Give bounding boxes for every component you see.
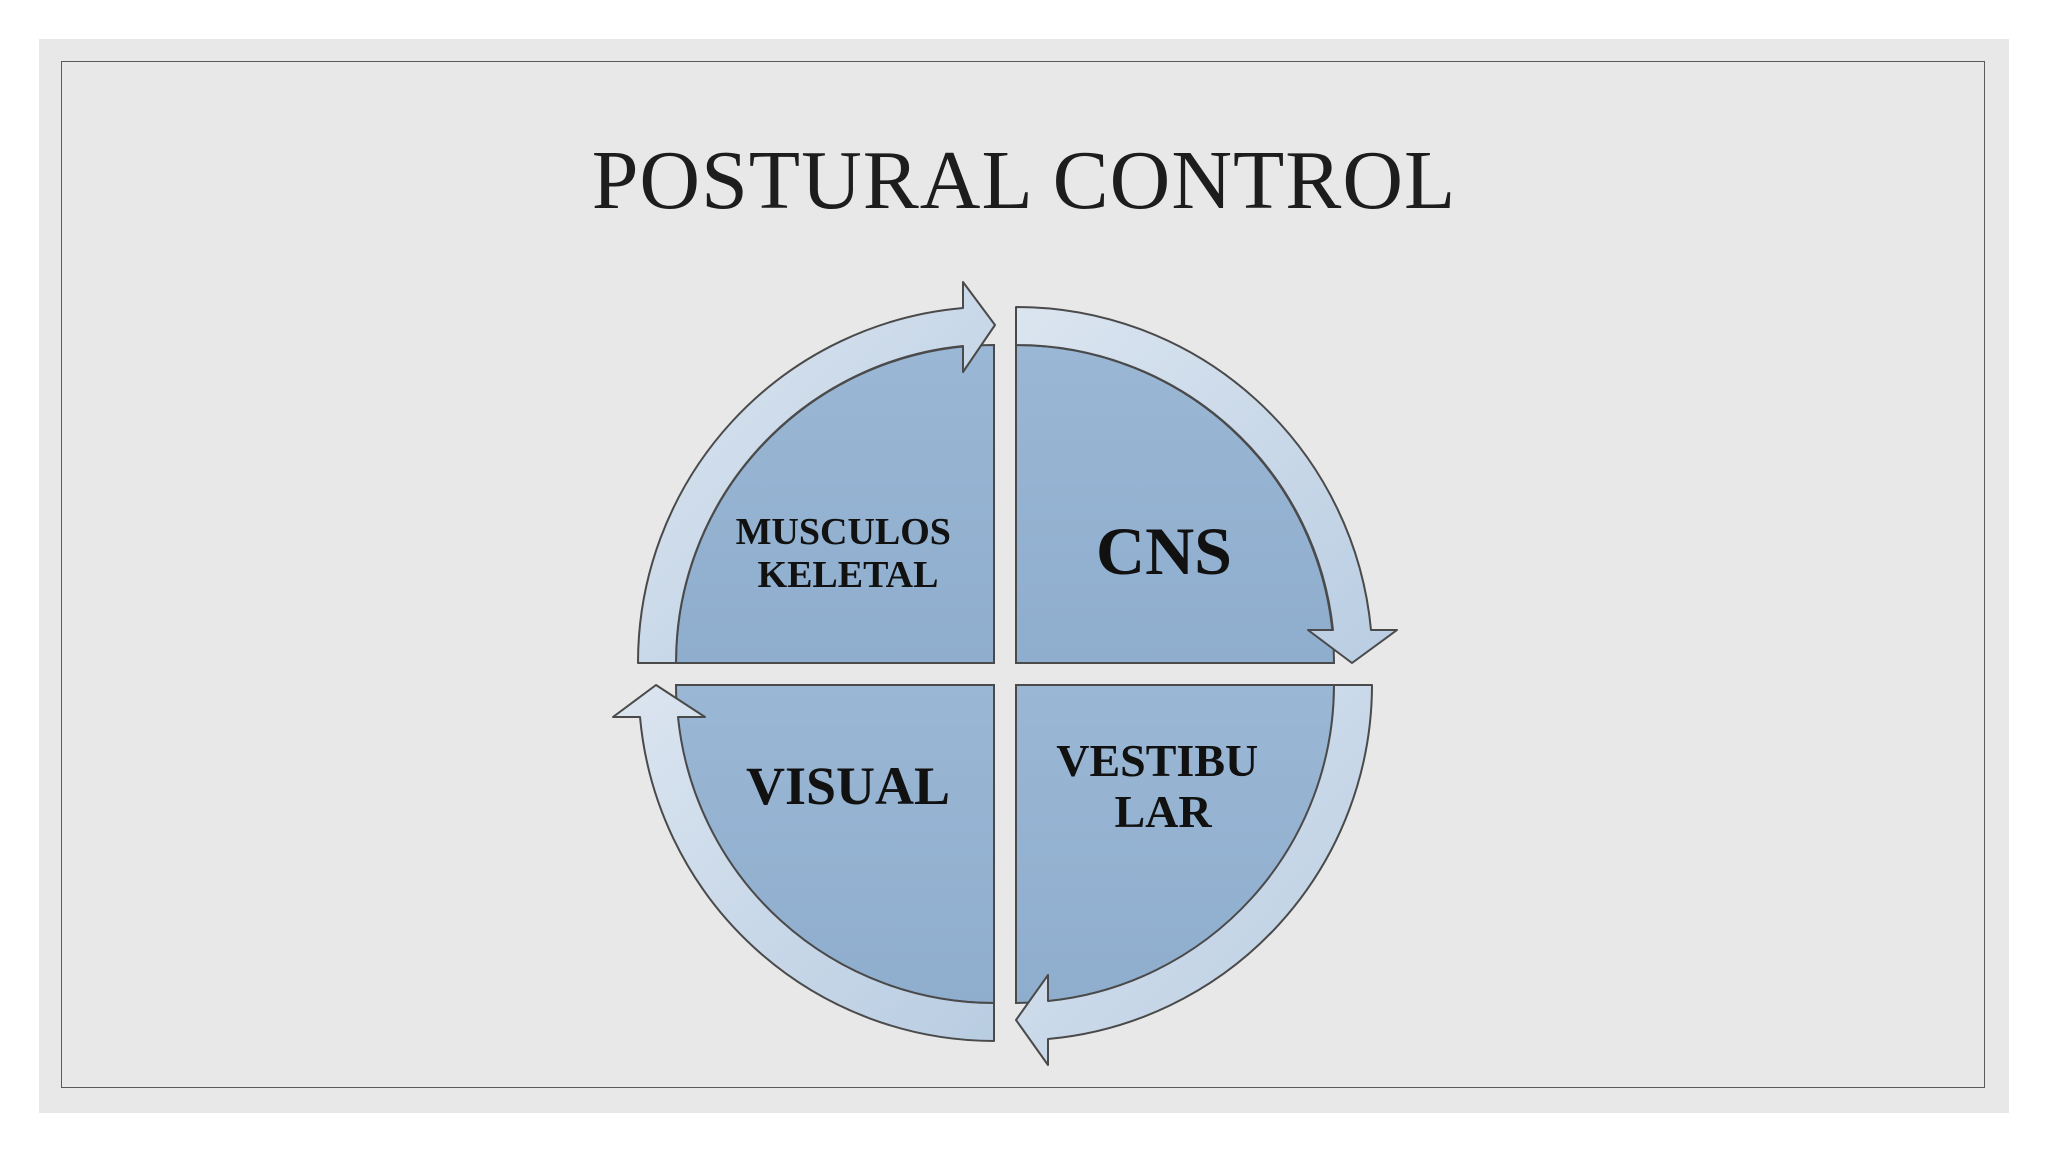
quadrant-label-bottom-left: VISUAL [746, 756, 950, 816]
quadrant-bottom-right [1015, 684, 1336, 1005]
quadrant-bottom-left [674, 684, 995, 1005]
quadrant-top-left [674, 343, 995, 664]
slide-frame [61, 61, 1985, 1088]
quadrant-label-line: VISUAL [746, 756, 950, 816]
cycle-arrow-bottom-right [1015, 684, 1373, 1066]
quadrant-label-line: KELETAL [758, 554, 939, 596]
quadrant-label-top-left: MUSCULOS KELETAL [736, 511, 961, 596]
cycle-arrow-top-left [636, 281, 996, 664]
quadrant-label-bottom-right: VESTIBU LAR [1056, 735, 1269, 837]
cycle-arrow-bottom-left [612, 684, 995, 1042]
quadrant-label-top-right: CNS [1096, 513, 1232, 589]
quadrant-label-line: MUSCULOS [736, 511, 951, 553]
quadrant-label-line: CNS [1096, 513, 1232, 589]
quadrant-top-right [1015, 343, 1336, 664]
quadrant-label-line: LAR [1114, 786, 1212, 837]
slide-title: POSTURAL CONTROL [591, 134, 1457, 227]
cycle-arrow-top-right [1015, 305, 1398, 664]
quadrant-label-line: VESTIBU [1056, 735, 1258, 786]
